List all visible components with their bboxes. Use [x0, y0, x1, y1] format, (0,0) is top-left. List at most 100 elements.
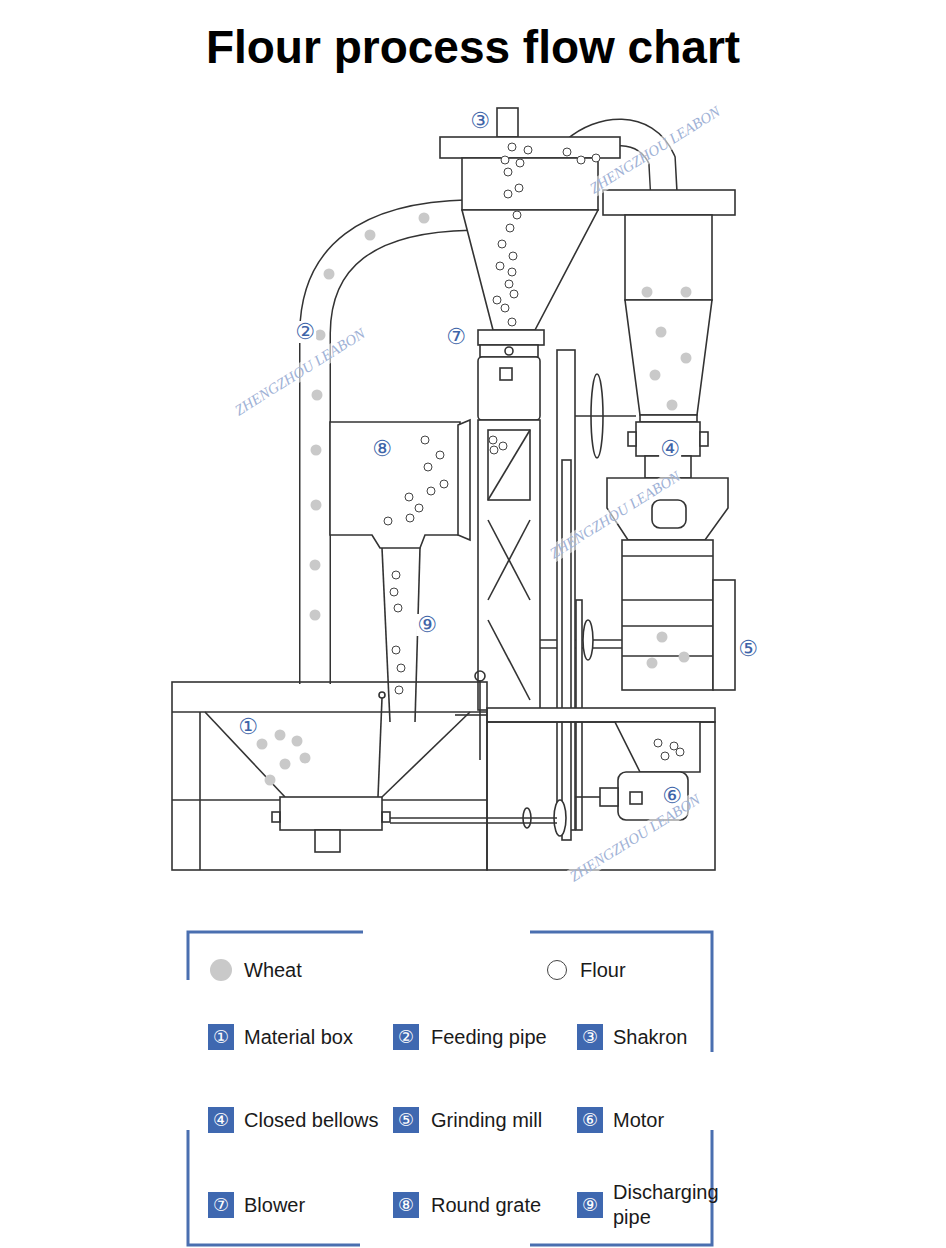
closed-bellows: [628, 432, 636, 446]
flour-dot: [489, 436, 497, 444]
part-number-badge: ④: [208, 1107, 234, 1133]
part-number-badge: ②: [393, 1024, 419, 1050]
blower: [478, 357, 540, 420]
flour-dot: [654, 739, 662, 747]
support-column: [488, 430, 530, 500]
round-grate: [458, 420, 470, 540]
feeding-pipe: [315, 215, 470, 686]
flour-dot: [670, 742, 678, 750]
legend-brackets: [188, 1130, 360, 1245]
closed-bellows: [628, 422, 708, 478]
blower: [480, 345, 538, 357]
flour-dot: [508, 318, 516, 326]
watermark: ZHENGZHOU LEABON: [567, 791, 703, 885]
wheat-dot: [311, 500, 322, 511]
closed-bellows: [700, 432, 708, 446]
wheat-dot: [657, 632, 668, 643]
blower: [478, 345, 540, 420]
material-box: [272, 812, 280, 822]
flour-dot: [421, 436, 429, 444]
support-column: [488, 620, 530, 700]
part-name: Shakron: [613, 1025, 688, 1050]
wheat-dot: [300, 753, 311, 764]
flour-dot: [577, 156, 585, 164]
grinding-mill: [622, 625, 713, 627]
material-box: [199, 712, 201, 870]
belt-pulleys: [575, 415, 636, 417]
flour-dot: [501, 156, 509, 164]
legend-swatch: [547, 960, 567, 980]
part-name: Material box: [244, 1025, 353, 1050]
flour-dot: [427, 487, 435, 495]
material-box: [315, 830, 340, 852]
material-box: [205, 712, 285, 797]
material-box: [475, 671, 485, 681]
second-cyclone: [640, 415, 697, 422]
flour-dot: [394, 604, 402, 612]
part-number-badge: ⑥: [577, 1107, 603, 1133]
flour-dot: [384, 517, 392, 525]
flour-dot: [592, 154, 600, 162]
wheat-dot: [681, 353, 692, 364]
part-number-badge: ⑧: [393, 1192, 419, 1218]
support-column: [478, 420, 622, 710]
second-cyclone: [603, 190, 735, 215]
flour-dot: [390, 588, 398, 596]
wheat-dot: [419, 213, 430, 224]
wheat-dot: [647, 658, 658, 669]
part-number-badge: ⑤: [393, 1107, 419, 1133]
material-box: [479, 680, 481, 760]
part-name: Round grate: [431, 1193, 541, 1218]
blower: [500, 368, 512, 380]
flour-dot: [395, 686, 403, 694]
flour-dot: [524, 146, 532, 154]
part-name: Closed bellows: [244, 1108, 379, 1133]
watermark: ZHENGZHOU LEABON: [587, 103, 723, 197]
callout-number: ⑨: [416, 614, 438, 636]
callout-number: ⑦: [445, 326, 467, 348]
flour-dot: [424, 463, 432, 471]
flour-dot: [515, 184, 523, 192]
blower: [505, 347, 513, 355]
flour-dot: [676, 748, 684, 756]
second-cyclone: [625, 300, 712, 415]
second-cyclone: [603, 190, 735, 422]
wheat-dot: [650, 370, 661, 381]
round-grate: [330, 422, 460, 548]
wheat-dot: [681, 287, 692, 298]
wheat-dot: [265, 775, 276, 786]
callout-number: ①: [237, 716, 259, 738]
flour-dot: [397, 664, 405, 672]
part-number-badge: ③: [577, 1024, 603, 1050]
shakron-cyclone: [497, 108, 518, 137]
callout-number: ⑧: [371, 438, 393, 460]
part-number-badge: ⑦: [208, 1192, 234, 1218]
wheat-dot: [365, 230, 376, 241]
grinding-mill: [622, 555, 713, 557]
shakron-cyclone: [440, 108, 620, 345]
flour-dot: [508, 143, 516, 151]
part-name: Grinding mill: [431, 1108, 542, 1133]
grinding-mill: [713, 580, 735, 690]
flour-dot: [505, 280, 513, 288]
shakron-cyclone: [478, 330, 544, 345]
platform: [615, 722, 700, 772]
grain-dots: [257, 143, 692, 786]
part-name: Discharging pipe: [613, 1180, 735, 1230]
flour-dot: [513, 211, 521, 219]
grinding-mill: [652, 500, 686, 528]
platform: [487, 708, 715, 722]
flour-dot: [508, 268, 516, 276]
platform: [487, 708, 715, 870]
grinding-mill: [622, 655, 713, 657]
callout-number: ④: [659, 438, 681, 460]
wheat-dot: [275, 730, 286, 741]
feeding-pipe: [315, 215, 470, 686]
flour-dot: [392, 571, 400, 579]
motor: [575, 796, 600, 798]
shakron-cyclone: [462, 158, 598, 210]
legend-text: Flour: [580, 958, 626, 982]
material-box: [390, 817, 557, 819]
wheat-dot: [312, 390, 323, 401]
grinding-mill: [622, 599, 713, 601]
